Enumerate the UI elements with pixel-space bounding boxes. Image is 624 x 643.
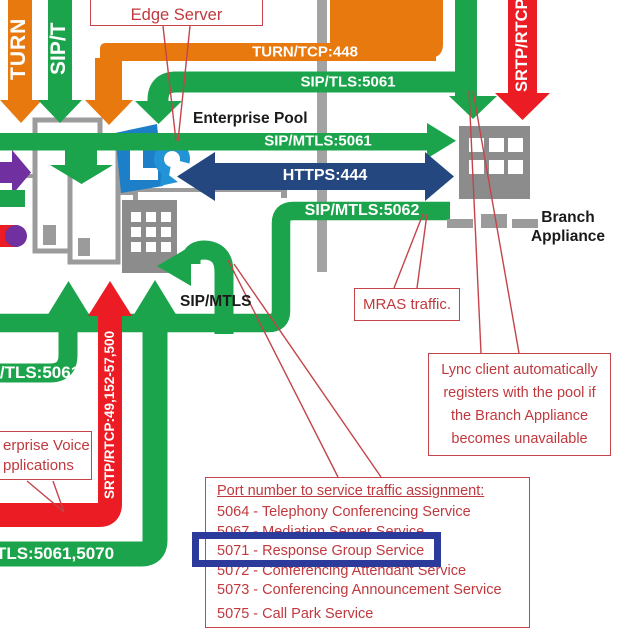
port-item-5071: 5071 - Response Group Service: [217, 543, 425, 559]
branch-appliance-line2: Appliance: [530, 228, 606, 245]
port-item-5073: 5073 - Conferencing Announcement Service: [217, 582, 502, 598]
enterprise-voice-line1: erprise Voice: [3, 436, 90, 454]
green-fragment: [0, 190, 25, 207]
sip-mtls-5062-label: SIP/MTLS:5062: [304, 202, 420, 219]
branch-appliance-label: Branch Appliance: [524, 208, 612, 246]
turn-down-arrow: [0, 0, 42, 123]
tls-5061-label: /TLS:5061: [0, 363, 81, 382]
srtp-rtcp-range-label: SRTP/RTCP:49,152-57,500: [102, 330, 117, 499]
lync-client-line3: the Branch Appliance: [450, 407, 589, 424]
port-item-5075: 5075 - Call Park Service: [217, 605, 374, 622]
turn-vertical-label: TURN: [7, 17, 30, 81]
edge-server-callout: Edge Server: [90, 0, 263, 26]
lync-client-line4: becomes unavailable: [451, 430, 588, 447]
sip-tls-5061-label: SIP/TLS:5061: [300, 73, 396, 91]
mtls-5061-5070-up-flow: [0, 280, 177, 567]
srtp-rtcp-down-arrow: [495, 0, 550, 120]
sip-mtls-hook-arrow: [157, 240, 234, 334]
port-assignment-title: Port number to service traffic assignmen…: [217, 483, 485, 499]
turn-tcp-448-label: TURN/TCP:448: [252, 43, 358, 61]
branch-appliance-line1: Branch: [541, 209, 595, 226]
port-assignment-callout: Port number to service traffic assignmen…: [205, 477, 530, 628]
sip-mtls-label: SIP/MTLS: [180, 293, 252, 310]
lync-client-line2: registers with the pool if: [443, 384, 596, 401]
lync-client-line1: Lync client automatically: [441, 361, 598, 378]
voice-route-arrow: [0, 150, 31, 195]
https-444-flow: [177, 152, 454, 201]
sip-tls-5061-flow: [135, 0, 497, 124]
enterprise-voice-line2: pplications: [3, 456, 74, 474]
sip-t-down-arrow: [38, 0, 82, 123]
sip-mtls-5061-label: SIP/MTLS:5061: [264, 132, 372, 150]
gateway-fragment: [0, 225, 27, 247]
lync-client-callout: Lync client automatically registers with…: [428, 353, 611, 456]
enterprise-pool-label: Enterprise Pool: [193, 110, 308, 127]
turn-tcp-flow: [85, 0, 443, 125]
srtp-rtcp-up-flow: [0, 281, 132, 527]
mras-text: MRAS traffic.: [362, 296, 452, 313]
https-444-label: HTTPS:444: [282, 167, 368, 184]
sip-mtls-5061-flow: [0, 123, 456, 184]
enterprise-voice-callout: erprise Voice pplications: [0, 431, 92, 480]
mras-callout: MRAS traffic.: [354, 288, 460, 321]
port-item-5064: 5064 - Telephony Conferencing Service: [217, 504, 471, 520]
edge-server-text: Edge Server: [130, 6, 223, 24]
mtls-5061-5070-label: TLS:5061,5070: [0, 544, 115, 563]
response-group-highlight-box: [192, 532, 441, 567]
callout-leader-lines: [26, 25, 520, 513]
tls-5061-up-flow: [0, 281, 90, 383]
srtp-rtcp-3-label: SRTP/RTCP:3: [513, 0, 531, 92]
sip-t-vertical-label: SIP/T: [47, 22, 70, 76]
pool-building-icon: [122, 200, 177, 273]
